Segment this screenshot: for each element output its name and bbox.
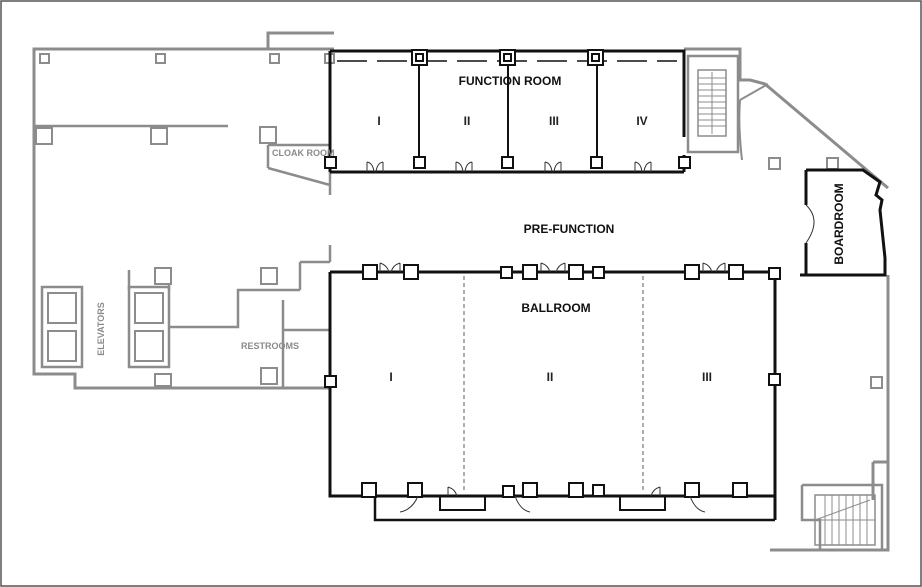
ballroom-section-1: I	[389, 370, 392, 384]
function-room-walls	[328, 49, 686, 174]
function-room-section-4: IV	[636, 114, 647, 128]
ballroom-section-2: II	[547, 370, 554, 384]
ballroom-label: BALLROOM	[521, 301, 590, 315]
se-staircase	[800, 483, 884, 550]
restroom-walls	[169, 245, 332, 388]
elevators-label: ELEVATORS	[96, 302, 106, 356]
building-outline	[32, 31, 890, 552]
pre-function-label: PRE-FUNCTION	[524, 222, 615, 236]
cloak-room-label: CLOAK ROOM	[272, 148, 335, 158]
ballroom-section-3: III	[702, 370, 712, 384]
ne-staircase	[686, 54, 769, 161]
function-room-label: FUNCTION ROOM	[459, 74, 562, 88]
ballroom-dividers	[463, 276, 644, 492]
function-room-section-2: II	[464, 114, 471, 128]
boardroom-label: BOARDROOM	[832, 183, 846, 264]
function-room-columns	[324, 49, 691, 169]
boardroom-walls	[800, 168, 887, 277]
function-room-section-3: III	[549, 114, 559, 128]
ballroom-columns	[324, 264, 781, 498]
boardroom-door[interactable]	[805, 204, 815, 244]
function-room-section-1: I	[377, 114, 380, 128]
ballroom-doors[interactable]	[379, 262, 726, 513]
function-room-doors[interactable]	[366, 161, 652, 173]
restrooms-label: RESTROOMS	[241, 341, 299, 351]
